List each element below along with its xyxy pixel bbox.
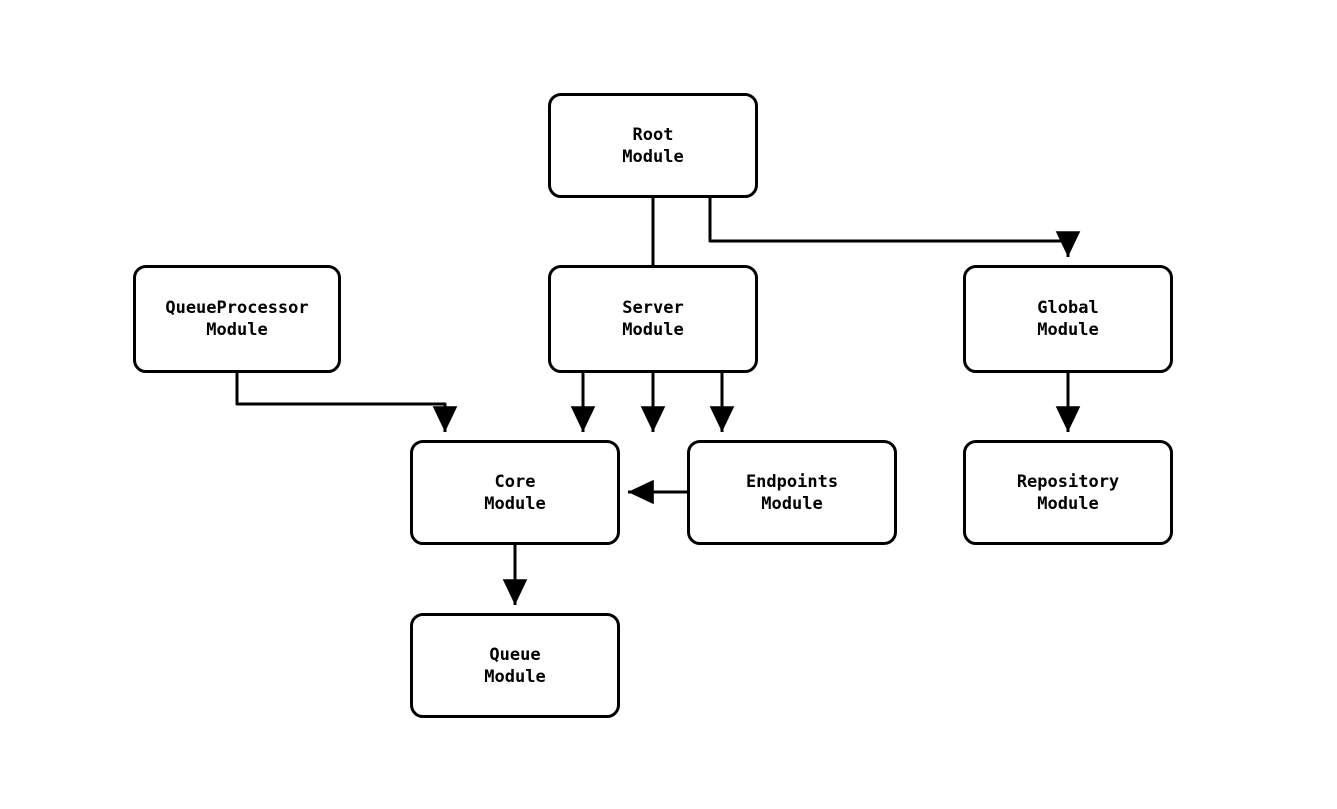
node-label-name: QueueProcessor — [165, 298, 309, 318]
node-label-name: Endpoints — [745, 471, 839, 492]
node-label-name: Global — [1037, 298, 1099, 318]
node-label-suffix: Module — [761, 493, 823, 514]
node-label-name: Root — [632, 124, 674, 145]
node-label-suffix: Module — [206, 320, 268, 340]
node-label-suffix: Module — [1037, 493, 1099, 514]
node-label-name: Server — [622, 298, 684, 318]
edge-queueprocessor-core — [235, 373, 458, 432]
node-label-name: Core — [494, 471, 536, 492]
node-label-suffix: Module — [484, 493, 546, 514]
node-label-suffix: Module — [484, 666, 546, 687]
node-label-name: Queue — [489, 644, 541, 665]
edges-group — [235, 198, 1081, 605]
node-label-name: Repository — [1016, 471, 1120, 492]
node-label-suffix: Module — [1037, 320, 1099, 340]
node-label-suffix: Module — [622, 146, 684, 167]
edge-root-global — [708, 198, 1081, 257]
node-label-suffix: Module — [622, 320, 684, 340]
